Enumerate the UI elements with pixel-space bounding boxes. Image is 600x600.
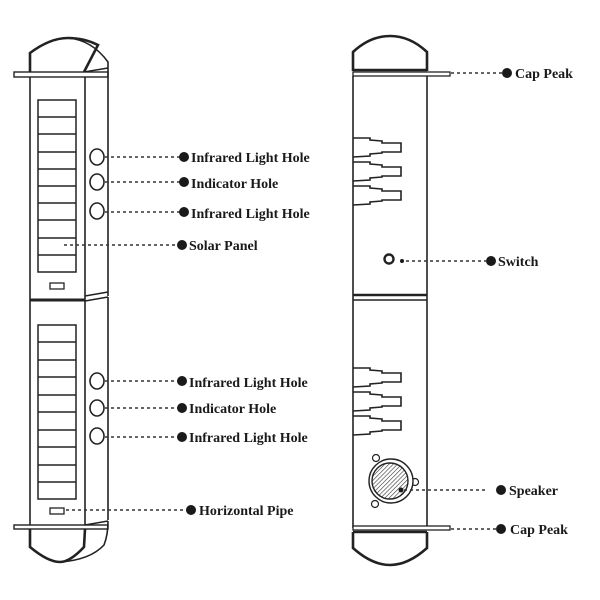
front-top-cap-peak — [13, 71, 109, 78]
back-bottom-cap-peak — [352, 525, 451, 531]
callout-horizontal-pipe: Horizontal Pipe — [66, 504, 294, 519]
callout-speaker: Speaker — [404, 484, 558, 499]
callout-infrared-lower-1: Infrared Light Hole — [105, 376, 308, 391]
label-solar-panel: Solar Panel — [189, 239, 258, 254]
back-bottom-cap — [351, 525, 451, 567]
label-cap-peak-top: Cap Peak — [515, 67, 573, 82]
label-infrared-upper-2: Infrared Light Hole — [191, 207, 310, 222]
label-infrared-lower-2: Infrared Light Hole — [189, 431, 308, 446]
front-top-cap — [13, 36, 109, 78]
front-bottom-cap — [13, 520, 109, 564]
front-upper-body — [29, 72, 109, 302]
back-upper-light-fins — [352, 137, 402, 206]
front-bottom-cap-peak — [13, 524, 109, 530]
back-view — [351, 34, 451, 567]
infrared-hole-lower-2 — [89, 427, 105, 445]
label-switch: Switch — [498, 255, 539, 270]
callout-infrared-upper-1: Infrared Light Hole — [105, 151, 310, 166]
label-indicator-lower: Indicator Hole — [189, 402, 276, 417]
callout-solar-panel: Solar Panel — [64, 239, 258, 254]
front-upper-small-window — [49, 282, 65, 290]
callout-indicator-upper: Indicator Hole — [105, 177, 278, 192]
speaker — [368, 453, 420, 509]
label-speaker: Speaker — [509, 484, 558, 499]
indicator-hole-upper — [89, 173, 105, 191]
infrared-hole-upper-2 — [89, 202, 105, 220]
back-body — [352, 76, 428, 528]
switch — [383, 253, 404, 265]
label-horizontal-pipe: Horizontal Pipe — [199, 504, 294, 519]
callout-infrared-lower-2: Infrared Light Hole — [105, 431, 308, 446]
callout-indicator-lower: Indicator Hole — [105, 402, 276, 417]
callout-cap-peak-top: Cap Peak — [451, 67, 573, 82]
infrared-hole-lower-1 — [89, 372, 105, 390]
front-upper-solar-panel — [37, 99, 77, 273]
back-top-cap — [351, 34, 451, 77]
callout-infrared-upper-2: Infrared Light Hole — [105, 207, 310, 222]
label-indicator-upper: Indicator Hole — [191, 177, 278, 192]
label-infrared-upper-1: Infrared Light Hole — [191, 151, 310, 166]
front-view — [13, 36, 109, 564]
callout-switch: Switch — [406, 255, 539, 270]
label-cap-peak-bottom: Cap Peak — [510, 523, 568, 538]
back-top-cap-peak — [352, 71, 451, 77]
front-lower-solar-panel — [37, 324, 77, 500]
horizontal-pipe-window — [49, 507, 65, 515]
infrared-hole-upper-1 — [89, 148, 105, 166]
back-lower-light-fins — [352, 367, 402, 436]
label-infrared-lower-1: Infrared Light Hole — [189, 376, 308, 391]
callout-cap-peak-bottom: Cap Peak — [451, 523, 568, 538]
indicator-hole-lower — [89, 399, 105, 417]
